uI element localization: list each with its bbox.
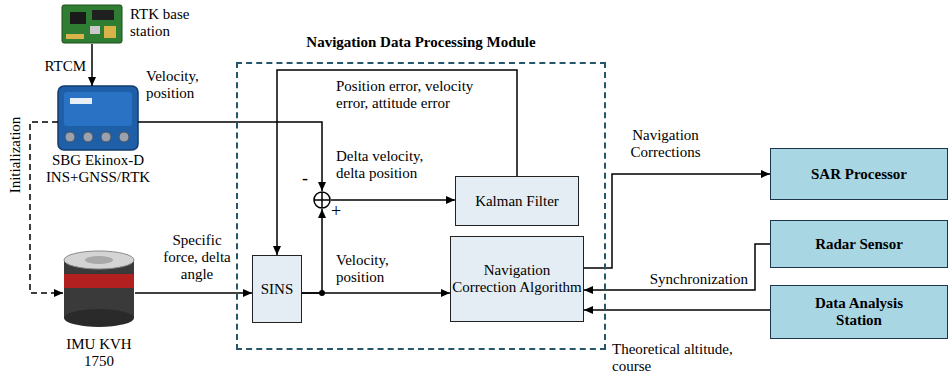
- arrowhead: [318, 182, 326, 191]
- connector: [65, 132, 75, 142]
- signal-label: Position error, velocity error, attitude…: [336, 78, 506, 112]
- device-face: [64, 92, 132, 126]
- connector-pad: [104, 26, 116, 38]
- logo-plate: [70, 98, 92, 104]
- arrowhead: [318, 209, 326, 218]
- imu-icon: [64, 251, 134, 327]
- pin-row: [66, 34, 84, 39]
- node-label: Kalman Filter: [475, 193, 559, 210]
- sbg-ekinox-icon: [58, 86, 138, 150]
- system-box: SAR Processor: [770, 148, 948, 200]
- node-label: Radar Sensor: [815, 236, 903, 253]
- process-box: SINS: [252, 255, 302, 323]
- process-box: Navigation Correction Algorithm: [450, 236, 584, 322]
- node-label: Data Analysis Station: [799, 295, 919, 329]
- imu-cap: [85, 256, 113, 264]
- chip: [70, 12, 86, 24]
- imu-band: [64, 274, 134, 288]
- arrowhead: [584, 306, 593, 314]
- imu-unit: IMU KVH 1750: [63, 248, 135, 330]
- sign-label: -: [300, 169, 310, 187]
- connector: [30, 122, 63, 293]
- junction-circle: [314, 192, 330, 208]
- connector: [584, 174, 770, 268]
- imu-base: [64, 309, 134, 327]
- chip: [92, 10, 114, 20]
- connector: [119, 132, 129, 142]
- device-label: RTK base station: [130, 6, 202, 40]
- arrowhead: [446, 196, 455, 204]
- signal-label: Delta velocity, delta position: [336, 148, 448, 182]
- signal-label: RTCM: [38, 58, 86, 75]
- signal-label: Specific force, delta angle: [156, 232, 238, 283]
- sign-label: +: [330, 202, 342, 220]
- junction-cross: [314, 192, 330, 208]
- signal-label: Theoretical altitude, course: [612, 341, 772, 375]
- summing-junction: -+: [313, 191, 331, 209]
- signal-label: Synchronization: [630, 271, 748, 288]
- rtk-board-icon: [62, 5, 122, 43]
- chip: [90, 26, 100, 34]
- connector: [302, 292, 450, 294]
- ins-gnss-unit: SBG Ekinox-D INS+GNSS/RTK: [58, 86, 138, 150]
- signal-label: Velocity, position: [146, 68, 218, 102]
- module-heading: Navigation Data Processing Module: [238, 34, 604, 51]
- system-box: Data Analysis Station: [770, 285, 948, 339]
- connector: [138, 122, 322, 191]
- signal-label: Initialization: [7, 110, 25, 200]
- signal-label: Velocity, position: [336, 252, 408, 286]
- imu-top: [64, 251, 134, 269]
- signal-label: Navigation Corrections: [618, 127, 713, 161]
- connector: [83, 132, 93, 142]
- device-housing: [58, 86, 138, 150]
- connector: [584, 309, 770, 311]
- rtk-base-station: RTK base station: [62, 4, 122, 44]
- circuit-board: [62, 5, 122, 43]
- connector: [584, 244, 770, 290]
- arrowhead: [761, 170, 770, 178]
- node-label: Navigation Correction Algorithm: [451, 262, 583, 296]
- node-label: SINS: [261, 281, 294, 298]
- connector: [302, 209, 322, 293]
- device-label: IMU KVH 1750: [63, 336, 135, 370]
- system-box: Radar Sensor: [770, 220, 948, 268]
- arrowhead: [273, 246, 281, 255]
- arrowhead: [54, 289, 63, 297]
- device-label: SBG Ekinox-D INS+GNSS/RTK: [28, 152, 168, 186]
- connector: [101, 132, 111, 142]
- connector: [277, 70, 517, 255]
- process-box: Kalman Filter: [455, 176, 579, 226]
- arrowhead: [584, 286, 593, 294]
- arrowhead: [243, 289, 252, 297]
- arrowhead: [441, 289, 450, 297]
- connector: [135, 292, 252, 294]
- junction-outline: [313, 191, 331, 209]
- arrowhead: [88, 77, 96, 86]
- node-label: SAR Processor: [811, 166, 907, 183]
- connector: [331, 199, 455, 201]
